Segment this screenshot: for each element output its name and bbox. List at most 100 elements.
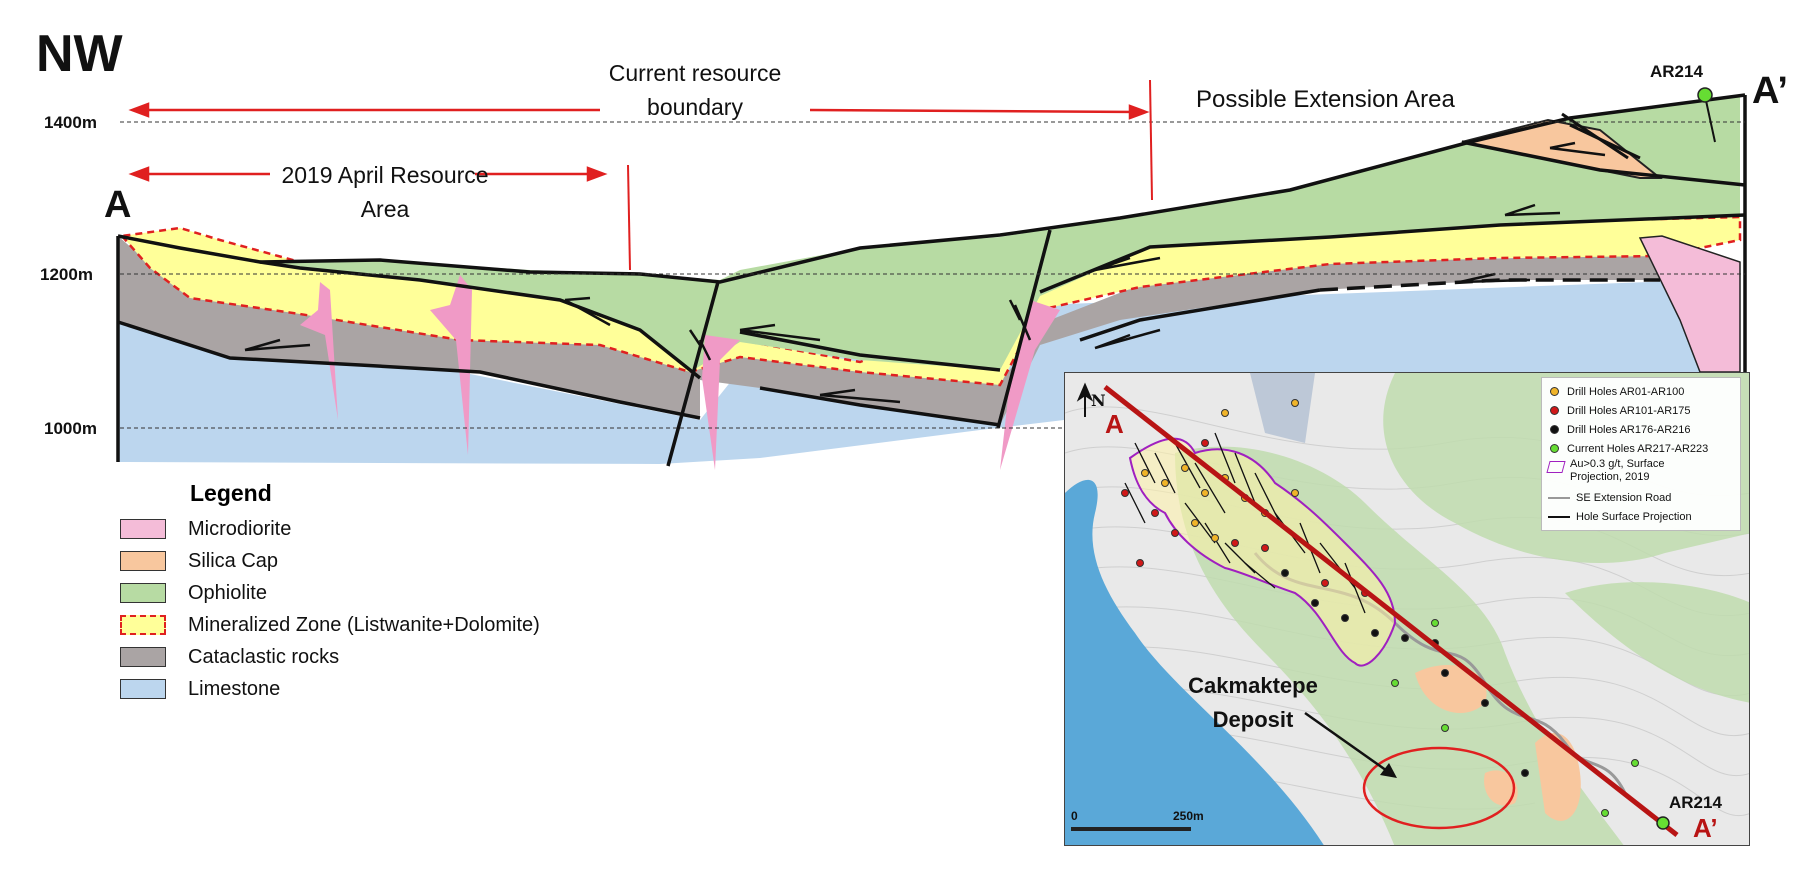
point-a-label: A <box>104 184 132 226</box>
inset-ar214-label: AR214 <box>1669 793 1722 812</box>
legend-label-ophiolite: Ophiolite <box>188 581 267 604</box>
microdiorite-dyke-3 <box>702 335 740 470</box>
inset-legend-dot-2 <box>1550 406 1559 415</box>
legend-swatch-silica-cap <box>120 551 166 571</box>
inset-legend-dot-3 <box>1550 425 1559 434</box>
inset-legend-item-holes-3: Drill Holes AR176-AR216 <box>1548 420 1734 439</box>
inset-legend-label-5: Au>0.3 g/t, Surface Projection, 2019 <box>1570 458 1665 483</box>
section-line-a-a-prime <box>1103 385 1679 837</box>
april-resource-arrows <box>128 166 608 182</box>
legend-swatch-limestone <box>120 679 166 699</box>
green-zone-east <box>1565 582 1749 703</box>
legend-label-silica-cap: Silica Cap <box>188 549 279 572</box>
grey-ridge-north <box>1250 373 1315 443</box>
inset-legend-label-4: Current Holes AR217-AR223 <box>1567 442 1709 455</box>
inset-legend-label-2: Drill Holes AR101-AR175 <box>1567 404 1691 417</box>
elevation-label-1400: 1400m <box>44 113 97 132</box>
elevation-label-1200: 1200m <box>40 265 93 284</box>
legend-item-microdiorite: Microdiorite <box>120 515 640 543</box>
contact-silica-base <box>1461 140 1746 187</box>
contact-right-dashed <box>1319 278 1660 292</box>
thrust-arrow-7 <box>1459 272 1531 284</box>
silica-patch-3 <box>1484 770 1518 806</box>
extension-boundary-tick <box>1149 79 1153 201</box>
contact-mid-ophiolite <box>739 330 1001 372</box>
thrust-arrow-5 <box>1094 256 1161 272</box>
elevation-label-1000: 1000m <box>44 419 97 438</box>
legend-title: Legend <box>190 480 272 506</box>
inset-legend: Drill Holes AR01-AR100 Drill Holes AR101… <box>1541 377 1741 531</box>
april-resource-area-label: 2019 April Resource Area <box>281 162 489 222</box>
thrust-arrow-3 <box>739 323 821 342</box>
scale-end-label: 250m <box>1173 809 1204 823</box>
inset-point-a: A <box>1105 409 1124 439</box>
inset-point-a-prime: A’ <box>1693 813 1718 843</box>
topography-line <box>117 93 1746 284</box>
legend-label-cataclastic: Cataclastic rocks <box>188 645 340 668</box>
legend-swatch-ophiolite <box>120 583 166 603</box>
thrust-arrow-10 <box>688 329 712 361</box>
legend-swatch-cataclastic <box>120 647 166 667</box>
thrust-arrow-2 <box>564 296 611 327</box>
contact-cataclastic-base <box>117 320 701 420</box>
possible-extension-label: Possible Extension Area <box>1196 86 1455 113</box>
legend-item-limestone: Limestone <box>120 675 640 703</box>
inset-legend-label-7: Hole Surface Projection <box>1576 510 1692 523</box>
microdiorite-dyke-2 <box>430 275 472 455</box>
thrust-arrow-11 <box>1008 299 1032 341</box>
inset-legend-item-holes-4: Current Holes AR217-AR223 <box>1548 439 1734 458</box>
legend-label-limestone: Limestone <box>188 677 281 700</box>
deposit-pointer-head <box>1380 763 1397 778</box>
microdiorite-dyke-4 <box>1000 300 1060 470</box>
inset-legend-item-holes-2: Drill Holes AR101-AR175 <box>1548 401 1734 420</box>
inset-legend-dot-4 <box>1550 444 1559 453</box>
inset-legend-item-hole-projection: Hole Surface Projection <box>1548 507 1734 526</box>
inset-legend-label-6: SE Extension Road <box>1576 491 1672 504</box>
legend-item-cataclastic: Cataclastic rocks <box>120 643 640 671</box>
deposit-circle <box>1362 746 1516 830</box>
microdiorite-dyke-1 <box>300 282 338 420</box>
april-boundary-tick <box>627 164 631 271</box>
deposit-label: Cakmaktepe Deposit <box>1188 673 1318 732</box>
cataclastic-unit <box>118 236 1660 425</box>
legend-item-mineralized-zone: Mineralized Zone (Listwanite+Dolomite) <box>120 611 640 639</box>
inset-map-graphic <box>1065 373 1749 845</box>
ar214-map-collar <box>1656 816 1670 830</box>
north-label: N <box>1091 391 1106 410</box>
ophiolite-unit <box>260 95 1740 372</box>
au-polygon <box>1128 437 1397 667</box>
legend-swatch-microdiorite <box>120 519 166 539</box>
thrust-arrow-6 <box>1094 328 1161 350</box>
silica-patch-1 <box>1415 664 1487 713</box>
contact-right-cataclastic <box>1079 288 1321 342</box>
legend-item-silica-cap: Silica Cap <box>120 547 640 575</box>
contact-right-ophiolite <box>1039 213 1746 294</box>
north-arrow-icon <box>1076 382 1094 417</box>
legend-label-microdiorite: Microdiorite <box>188 517 292 540</box>
current-resource-boundary-label: Current resource boundary <box>608 60 782 120</box>
inset-location-map: Drill Holes AR01-AR100 Drill Holes AR101… <box>1064 372 1750 846</box>
fault-left <box>666 281 720 467</box>
thrust-arrow-1 <box>244 338 311 352</box>
legend-item-ophiolite: Ophiolite <box>120 579 640 607</box>
legend: Legend Microdiorite Silica Cap Ophiolite… <box>120 480 640 707</box>
ar214-collar <box>1697 87 1713 103</box>
ar214-hole-trace <box>1704 95 1716 143</box>
contact-mid-cataclastic <box>759 386 1001 427</box>
fault-right-minor-2 <box>1569 123 1641 160</box>
deposit-pointer <box>1304 711 1391 775</box>
thrust-arrow-9 <box>1549 141 1606 157</box>
inset-legend-item-polygon: Au>0.3 g/t, Surface Projection, 2019 <box>1546 458 1734 488</box>
ar214-section-label: AR214 <box>1650 62 1703 81</box>
contact-ophiolite-base <box>259 260 702 380</box>
point-a-prime-label: A’ <box>1752 70 1788 112</box>
inset-legend-dot-1 <box>1550 387 1559 396</box>
lake-water <box>1065 479 1324 845</box>
inset-legend-polygon-swatch <box>1546 461 1566 473</box>
scale-zero-label: 0 <box>1071 809 1078 823</box>
thrust-arrow-4 <box>819 388 901 404</box>
inset-legend-item-holes-1: Drill Holes AR01-AR100 <box>1548 382 1734 401</box>
current-resource-arrows <box>128 102 1150 120</box>
